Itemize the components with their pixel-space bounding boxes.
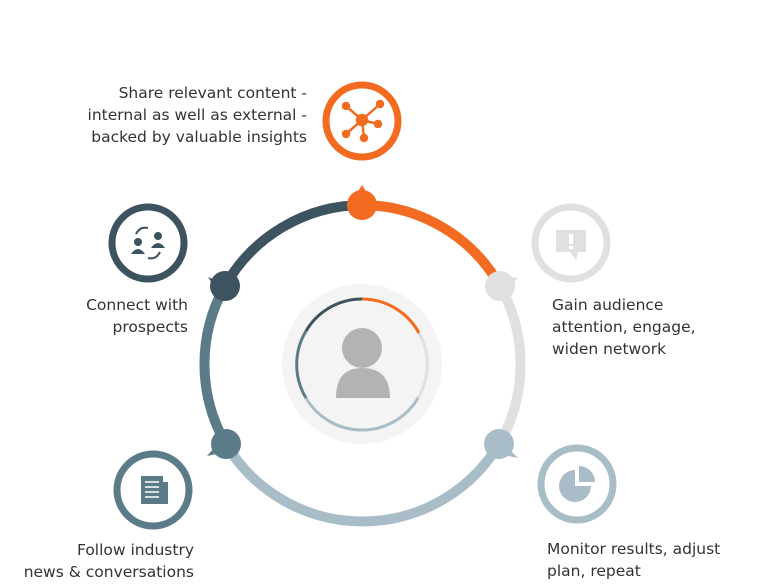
user-avatar-icon xyxy=(336,328,390,398)
speech-bubble-exclamation-icon xyxy=(531,203,611,283)
node-gain xyxy=(485,271,515,301)
newspaper-icon xyxy=(113,450,193,530)
arc-share-to-gain xyxy=(361,200,505,289)
step-follow-label: Follow industry news & conversations xyxy=(23,541,194,581)
pie-chart-icon xyxy=(537,444,617,524)
step-gain-label: Gain audience attention, engage, widen n… xyxy=(552,296,696,358)
people-exchange-icon xyxy=(108,203,188,283)
arc-gain-to-monitor xyxy=(494,283,526,447)
arc-monitor-to-follow xyxy=(221,441,504,527)
arc-connect-to-share xyxy=(220,200,363,289)
step-monitor-label: Monitor results, adjust plan, repeat xyxy=(547,540,721,580)
node-follow xyxy=(211,429,241,459)
arc-follow-to-connect xyxy=(199,283,231,447)
network-share-icon xyxy=(322,81,402,161)
node-connect xyxy=(210,271,240,301)
step-share-label: Share relevant content - internal as wel… xyxy=(87,84,307,146)
step-connect-label: Connect with prospects xyxy=(86,296,188,336)
node-share xyxy=(347,190,377,220)
node-monitor xyxy=(484,429,514,459)
